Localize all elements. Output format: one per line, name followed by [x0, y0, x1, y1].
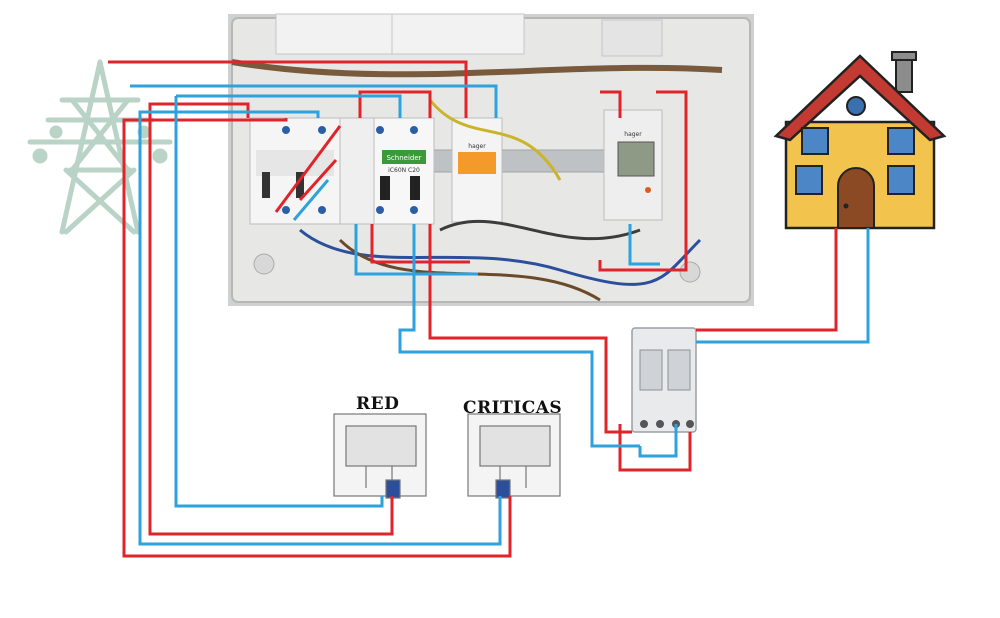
subpanel-criticas — [467, 413, 561, 499]
breaker-brand-text: Schneider — [386, 154, 421, 162]
subpanel-red — [333, 413, 427, 499]
energy-meter: hager — [603, 109, 663, 221]
criticas-label: CRITICAS — [463, 398, 563, 418]
relay-brand-text: hager — [468, 143, 486, 150]
red-label: RED — [356, 394, 400, 414]
relay-module: hager — [451, 117, 503, 223]
panel-terminals — [282, 126, 418, 214]
breaker-model-text: iC60N C20 — [388, 167, 420, 174]
main-breaker-block: Schneider iC60N C20 — [249, 117, 435, 225]
house-icon — [773, 51, 947, 230]
meter-brand-text: hager — [624, 131, 642, 138]
electrical-panel: Schneider iC60N C20 hager hager — [228, 13, 754, 306]
transfer-switch — [631, 327, 697, 433]
neutral-wires — [130, 84, 870, 546]
